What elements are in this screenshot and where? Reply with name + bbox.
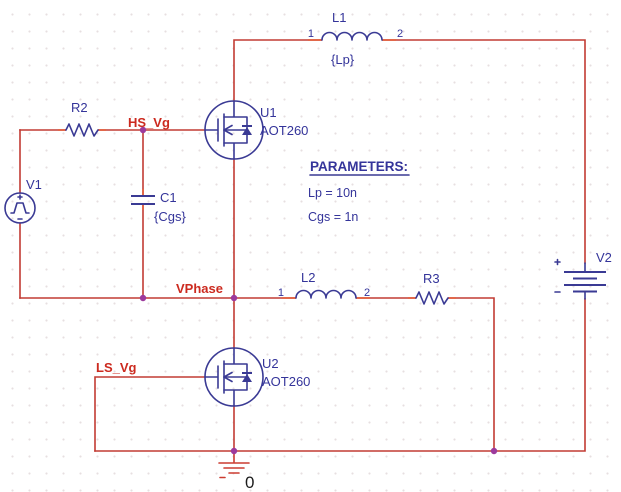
- r2-ref-label[interactable]: R2: [71, 100, 88, 115]
- mosfet-channel-icon: [223, 347, 248, 407]
- l1-value-label[interactable]: {Lp}: [331, 52, 355, 67]
- parameters-heading[interactable]: PARAMETERS:: [310, 159, 408, 174]
- u1-part-label[interactable]: AOT260: [260, 123, 308, 138]
- resistor-r2-symbol[interactable]: [65, 123, 99, 137]
- plus-mark: [554, 258, 561, 266]
- resistor-r3-symbol[interactable]: [415, 291, 449, 305]
- ground-bars-icon: [218, 462, 250, 479]
- u2-ref-label[interactable]: U2: [262, 356, 279, 371]
- mosfet-u1-symbol[interactable]: [204, 100, 264, 160]
- junction-dot-group: [139, 126, 498, 455]
- ground-net-label[interactable]: 0: [245, 473, 254, 492]
- c1-ref-label[interactable]: C1: [160, 190, 177, 205]
- v1-circle: [4, 192, 36, 224]
- wire-l1-to-v2-top[interactable]: [395, 39, 586, 264]
- junction-dot: [139, 294, 147, 302]
- mosfet-arrow-icon: [223, 371, 233, 383]
- pulse-waveform-icon: [10, 202, 30, 214]
- wire-group: [19, 39, 586, 452]
- net-label-vphase[interactable]: VPhase: [176, 281, 223, 296]
- r3-ref-label[interactable]: R3: [423, 271, 440, 286]
- v2-short-plates: [573, 277, 597, 293]
- wire-r3-to-bottom[interactable]: [455, 297, 495, 452]
- parameter-cgs[interactable]: Cgs = 1n: [308, 210, 358, 224]
- voltage-source-v2-symbol[interactable]: [554, 258, 606, 300]
- l1-pin2-label: 2: [397, 28, 403, 40]
- wire-u2-gate-ls-vg[interactable]: [94, 376, 206, 452]
- mosfet-u2-symbol[interactable]: [204, 347, 264, 407]
- capacitor-c1-symbol[interactable]: [131, 195, 155, 205]
- junction-dot: [230, 447, 238, 455]
- l2-ref-label[interactable]: L2: [301, 270, 315, 285]
- symbol-group: [4, 31, 606, 407]
- u1-ref-label[interactable]: U1: [260, 105, 277, 120]
- net-label-hs-vg[interactable]: HS_Vg: [128, 115, 170, 130]
- component-label-group: L1 1 2 {Lp} R2 U1 AOT260 V1 C1 {Cgs} V2 …: [26, 10, 612, 389]
- junction-dot: [230, 294, 238, 302]
- junction-dot: [490, 447, 498, 455]
- l1-pin1-label: 1: [308, 28, 314, 40]
- u2-part-label[interactable]: AOT260: [262, 374, 310, 389]
- c1-value-label[interactable]: {Cgs}: [154, 209, 186, 224]
- v1-ref-label[interactable]: V1: [26, 177, 42, 192]
- body-diode-icon: [242, 374, 252, 382]
- pin-stub-group: [58, 39, 456, 299]
- inductor-l1-symbol[interactable]: [321, 31, 383, 41]
- parameter-lp[interactable]: Lp = 10n: [308, 186, 357, 200]
- v2-long-plates: [564, 271, 606, 286]
- junction-dot: [139, 126, 147, 134]
- voltage-source-v1-symbol[interactable]: [4, 192, 36, 224]
- l2-pin2-label: 2: [364, 287, 370, 299]
- plus-mark: [17, 194, 23, 200]
- l1-ref-label[interactable]: L1: [332, 10, 346, 25]
- mosfet-channel-icon: [223, 100, 248, 160]
- inductor-l2-symbol[interactable]: [295, 289, 357, 299]
- mosfet-arrow-icon: [223, 124, 233, 136]
- body-diode-icon: [242, 127, 252, 135]
- wire-v2-bottom-rail[interactable]: [94, 298, 586, 452]
- net-label-ls-vg[interactable]: LS_Vg: [96, 360, 137, 375]
- v2-ref-label[interactable]: V2: [596, 250, 612, 265]
- wire-u1-drain-to-l1[interactable]: [233, 39, 309, 102]
- l2-pin1-label: 1: [278, 287, 284, 299]
